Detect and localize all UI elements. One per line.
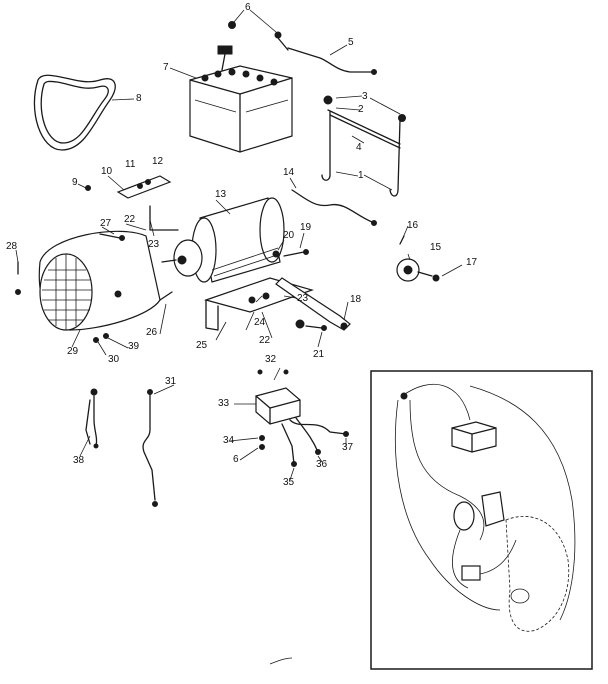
hold-down-rods [321, 95, 406, 197]
bolts-19-21 [272, 249, 327, 331]
callout-14: 14 [283, 167, 295, 178]
regulator [255, 369, 349, 467]
wiring-inset [370, 370, 593, 670]
callout-6-bottom: 6 [233, 454, 239, 465]
callout-26: 26 [146, 327, 158, 338]
callout-37: 37 [342, 442, 354, 453]
callout-22-bottom: 22 [259, 335, 271, 346]
callout-36: 36 [316, 459, 328, 470]
starter-generator [161, 197, 285, 283]
callout-15: 15 [430, 242, 442, 253]
callout-30: 30 [108, 354, 120, 365]
mount-bracket [203, 277, 351, 331]
battery [189, 45, 293, 153]
callout-10: 10 [101, 166, 113, 177]
callout-22-top: 22 [124, 214, 136, 225]
callout-9: 9 [72, 177, 78, 188]
callout-29: 29 [67, 346, 79, 357]
callout-16: 16 [407, 220, 419, 231]
callout-2: 2 [358, 104, 364, 115]
callout-12: 12 [152, 156, 164, 167]
cable-31 [142, 393, 156, 501]
callout-32: 32 [265, 354, 277, 365]
callout-27: 27 [100, 218, 112, 229]
callout-17: 17 [466, 257, 478, 268]
callout-7: 7 [163, 62, 169, 73]
callout-38: 38 [73, 455, 85, 466]
callout-39: 39 [128, 341, 140, 352]
callout-23-bottom: 23 [297, 293, 309, 304]
callout-20: 20 [283, 230, 295, 241]
harness-38 [85, 388, 99, 449]
bracket-10 [85, 175, 179, 231]
callout-11: 11 [125, 159, 136, 170]
callout-33: 33 [218, 398, 230, 409]
key-switch [396, 235, 440, 282]
callout-21: 21 [313, 349, 325, 360]
callout-28: 28 [6, 241, 18, 252]
callout-13: 13 [215, 189, 227, 200]
callout-19: 19 [300, 222, 312, 233]
bolt-6-top [228, 21, 289, 51]
callout-35: 35 [283, 477, 295, 488]
belt-guard [38, 230, 161, 331]
callout-3: 3 [362, 91, 368, 102]
callout-18: 18 [350, 294, 362, 305]
callout-1: 1 [358, 170, 364, 181]
callout-24: 24 [254, 317, 266, 328]
guard-hardware [15, 233, 173, 343]
belt [33, 74, 116, 151]
wire-14 [291, 189, 373, 223]
callout-25: 25 [196, 340, 208, 351]
callout-31: 31 [165, 376, 177, 387]
callout-8: 8 [136, 93, 142, 104]
callout-23-top: 23 [148, 239, 160, 250]
callout-4: 4 [356, 142, 362, 153]
cable-5 [287, 47, 373, 73]
callout-5: 5 [348, 37, 354, 48]
callout-34: 34 [223, 435, 235, 446]
leader-lines [15, 9, 463, 665]
callout-6-top: 6 [245, 2, 251, 13]
